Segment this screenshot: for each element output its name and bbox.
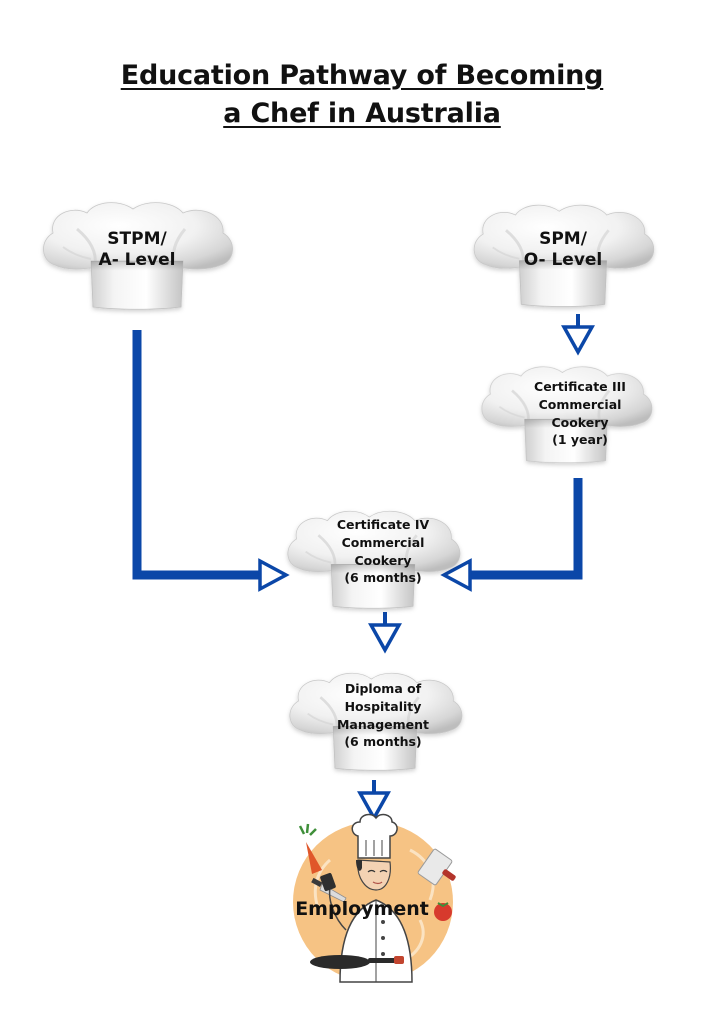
node-cert4-line-4: (6 months)	[344, 570, 422, 586]
node-stpm-line-2: A- Level	[98, 250, 176, 271]
node-stpm-line-1: STPM/	[107, 229, 167, 249]
node-cert4-line-2: Commercial	[341, 534, 425, 550]
node-cert3-line-4: (1 year)	[552, 432, 608, 448]
connector-stpm-to-cert4	[132, 330, 262, 580]
carrot-icon	[298, 823, 322, 874]
node-diploma: Diploma of Hospitality Management (6 mon…	[318, 680, 448, 751]
title-line-1: Education Pathway of Becoming	[120, 60, 604, 91]
arrow-down-icon	[357, 791, 391, 822]
node-cert3-line-1: Certificate III	[534, 379, 626, 394]
node-cert3-line-2: Commercial	[538, 396, 622, 412]
node-diploma-line-3: Management	[336, 716, 429, 732]
arrow-down-icon	[368, 623, 402, 654]
node-cert4-line-1: Certificate IV	[336, 517, 430, 532]
node-diploma-line-2: Hospitality	[344, 698, 422, 714]
tomato-icon	[434, 902, 452, 921]
connector-lines	[132, 330, 583, 580]
arrow-down-icon	[561, 325, 595, 356]
node-spm: SPM/ O- Level	[493, 229, 633, 272]
node-diploma-line-4: (6 months)	[344, 734, 422, 750]
node-cert4-line-3: Cookery	[354, 552, 412, 568]
employment-illustration	[293, 813, 456, 983]
node-cert4: Certificate IV Commercial Cookery (6 mon…	[318, 516, 448, 587]
arrow-right-icon	[258, 558, 290, 592]
title-line-2: a Chef in Australia	[223, 98, 501, 129]
node-spm-line-1: SPM/	[539, 229, 587, 249]
cleaver-icon	[417, 848, 456, 886]
arrow-left-icon	[440, 558, 472, 592]
node-spm-line-2: O- Level	[523, 250, 603, 271]
node-cert3-line-3: Cookery	[551, 414, 609, 430]
arrowheads	[258, 314, 595, 822]
frying-pan-icon	[310, 955, 404, 969]
connector-cert3-to-cert4	[468, 478, 583, 580]
node-diploma-line-1: Diploma of	[344, 681, 422, 696]
node-cert3: Certificate III Commercial Cookery (1 ye…	[515, 378, 645, 449]
node-employment: Employment	[295, 898, 429, 920]
node-stpm: STPM/ A- Level	[67, 229, 207, 272]
